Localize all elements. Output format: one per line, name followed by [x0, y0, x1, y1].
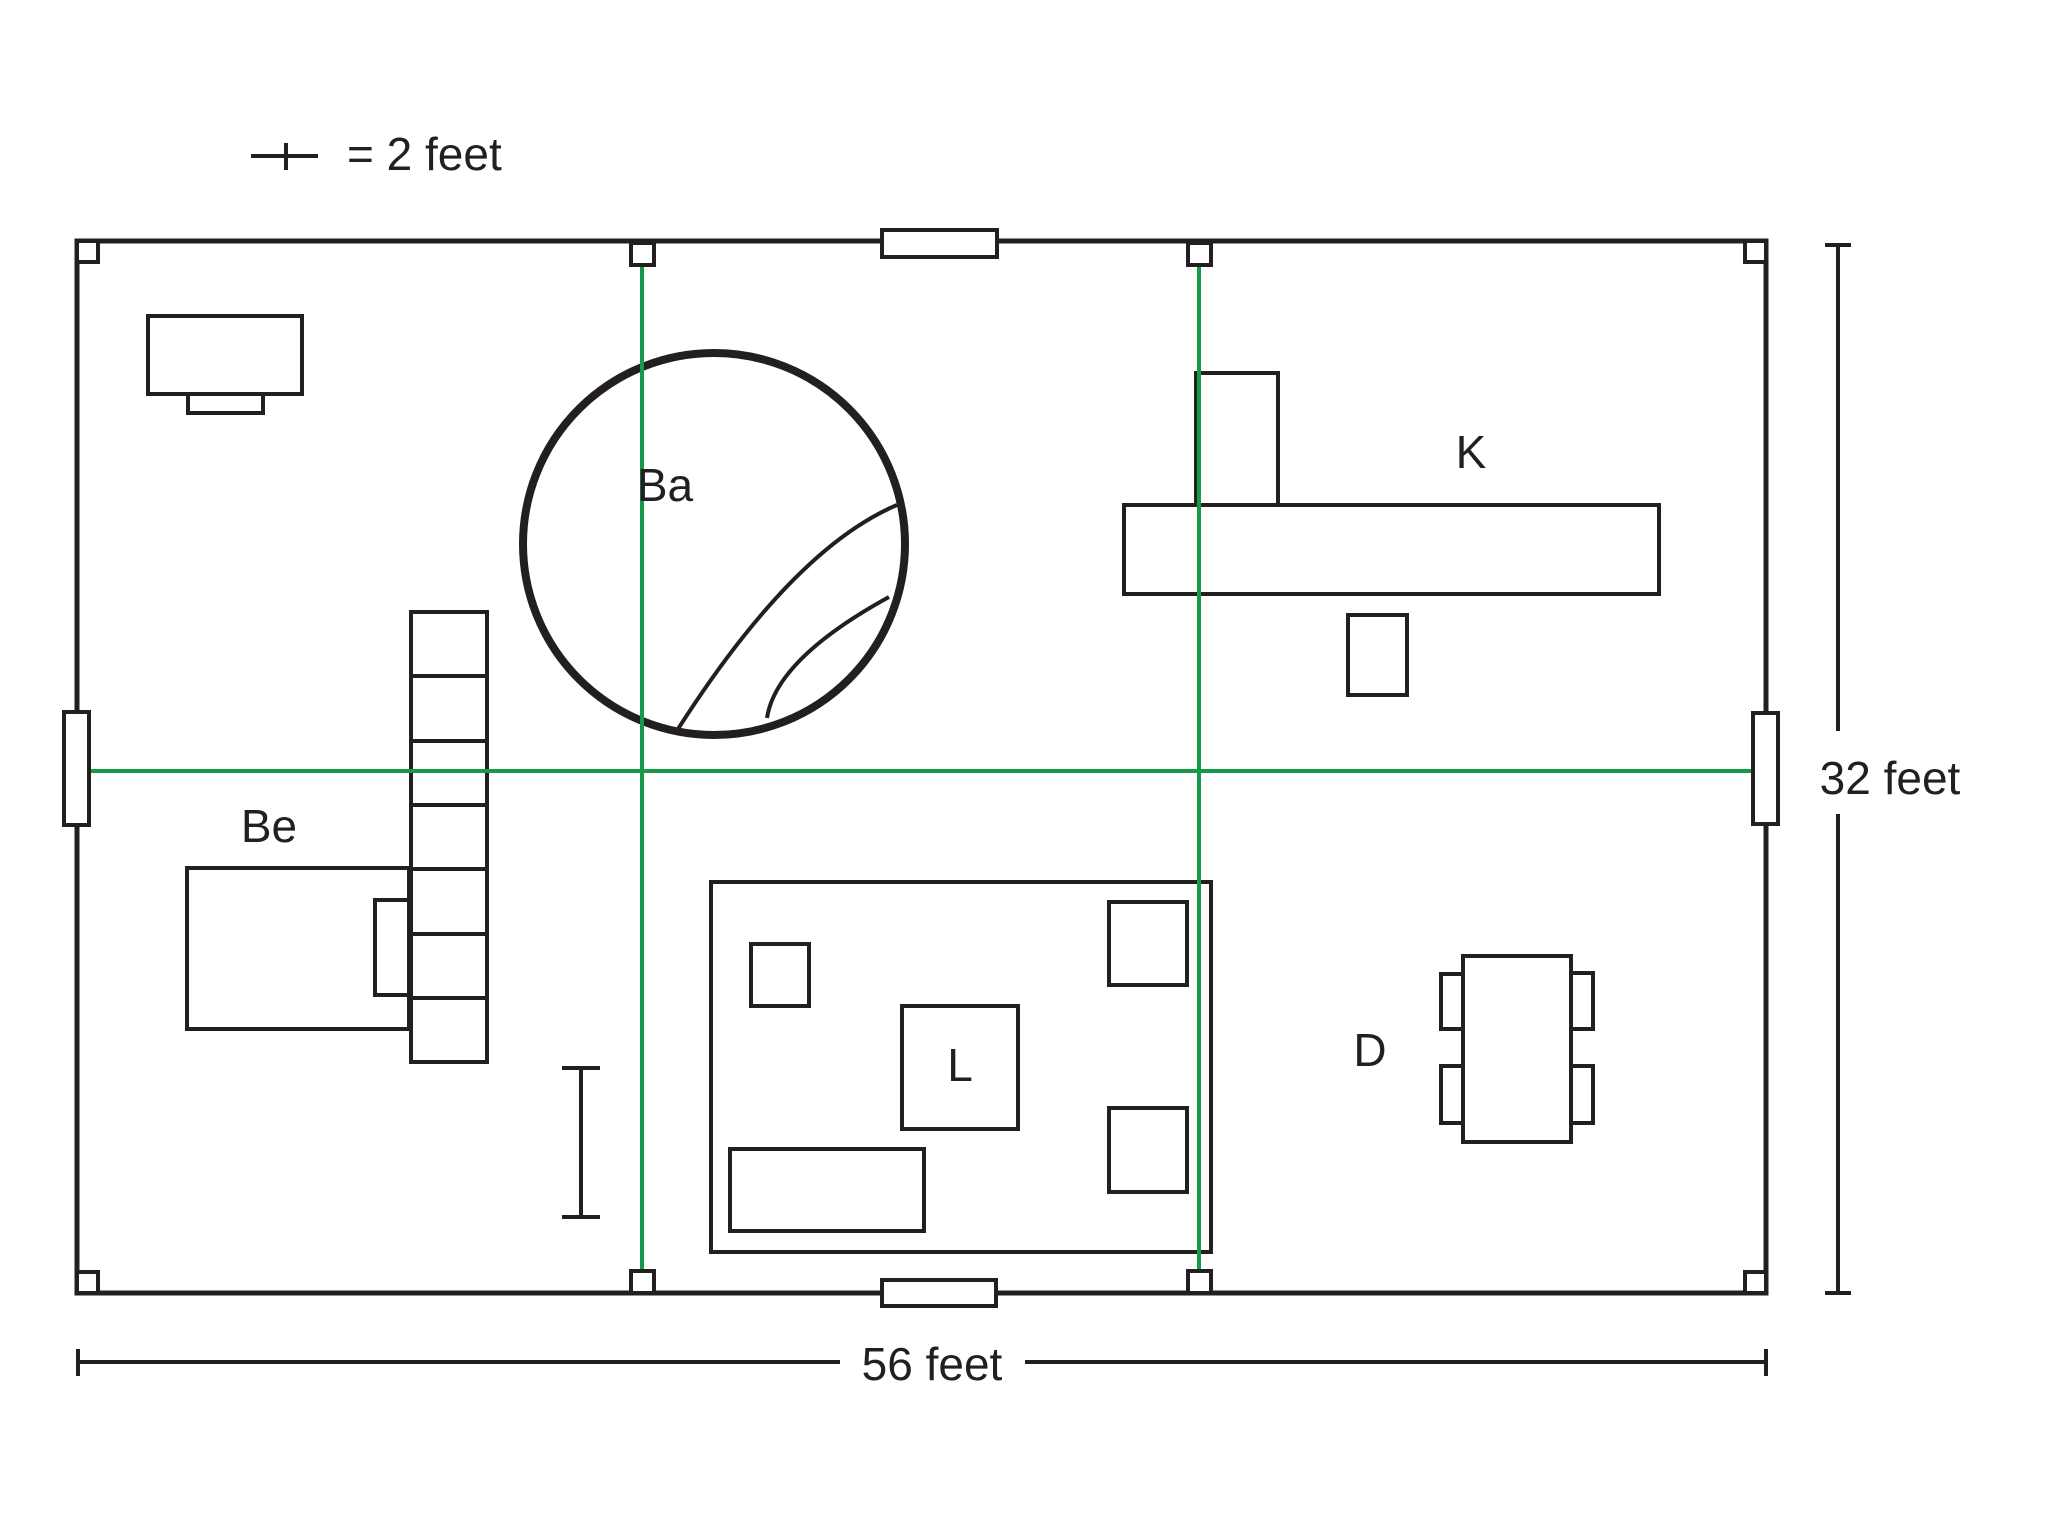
label-bedroom: Be — [241, 800, 297, 852]
closet — [409, 610, 489, 1064]
bathtub — [519, 349, 909, 739]
kitchen-counter — [1122, 503, 1661, 596]
grid-anchor-top-left — [629, 241, 656, 267]
bed-pillow — [373, 898, 411, 997]
height-dim-label: 32 feet — [1820, 752, 1961, 804]
furniture-kitchen — [1122, 371, 1661, 697]
dining-chair-right-top — [1569, 971, 1595, 1031]
tv-console — [728, 1147, 926, 1233]
closet-shelf-dividers — [411, 674, 487, 1000]
armchair-top — [1107, 900, 1189, 987]
label-dining-room: D — [1353, 1024, 1386, 1076]
corner-marker-bottom-left — [75, 1270, 100, 1295]
window-left-wall — [62, 710, 91, 827]
dining-chair-right-bottom — [1569, 1064, 1595, 1125]
furniture-bathroom — [146, 314, 909, 739]
grid-anchor-top-right — [1186, 241, 1213, 267]
dining-chair-left-bottom — [1439, 1064, 1465, 1125]
scale-label: = 2 feet — [347, 128, 502, 180]
grid-anchor-bottom-left — [629, 1269, 656, 1295]
bathroom-cabinet — [146, 314, 304, 396]
bed — [185, 866, 411, 1031]
label-living-room: L — [947, 1039, 973, 1091]
furniture-dining — [1439, 954, 1595, 1144]
side-table — [749, 942, 811, 1008]
bedroom-bench — [562, 1066, 600, 1219]
scale-legend: = 2 feet — [251, 128, 502, 180]
furniture-living-room — [709, 880, 1213, 1254]
height-dimension: 32 feet — [1820, 243, 1961, 1295]
window-right-wall — [1751, 711, 1780, 826]
kitchen-island — [1346, 613, 1409, 697]
door-bottom-wall — [880, 1278, 998, 1308]
bathroom-cabinet-base — [186, 392, 265, 415]
corner-marker-top-right — [1743, 239, 1768, 264]
dining-table — [1461, 954, 1573, 1144]
width-dimension: 56 feet — [76, 1338, 1768, 1390]
wall-openings — [62, 228, 1780, 1308]
width-dim-label: 56 feet — [862, 1338, 1003, 1390]
label-bathroom: Ba — [637, 459, 694, 511]
coffee-table — [900, 1004, 1020, 1131]
corner-marker-bottom-right — [1743, 1270, 1768, 1295]
corner-marker-top-left — [75, 239, 100, 264]
room-labels: Ba Be K L D — [241, 426, 1487, 1091]
refrigerator — [1194, 371, 1280, 509]
bathtub-inner-arc — [676, 503, 898, 731]
label-kitchen: K — [1456, 426, 1487, 478]
dining-chair-left-top — [1439, 972, 1465, 1031]
grid-anchor-bottom-right — [1186, 1269, 1213, 1295]
grid-lines — [88, 264, 1754, 1272]
bathtub-seat-arc — [765, 595, 890, 719]
door-top-wall — [880, 228, 999, 259]
armchair-bottom — [1107, 1106, 1189, 1194]
furniture-bedroom — [185, 610, 600, 1219]
